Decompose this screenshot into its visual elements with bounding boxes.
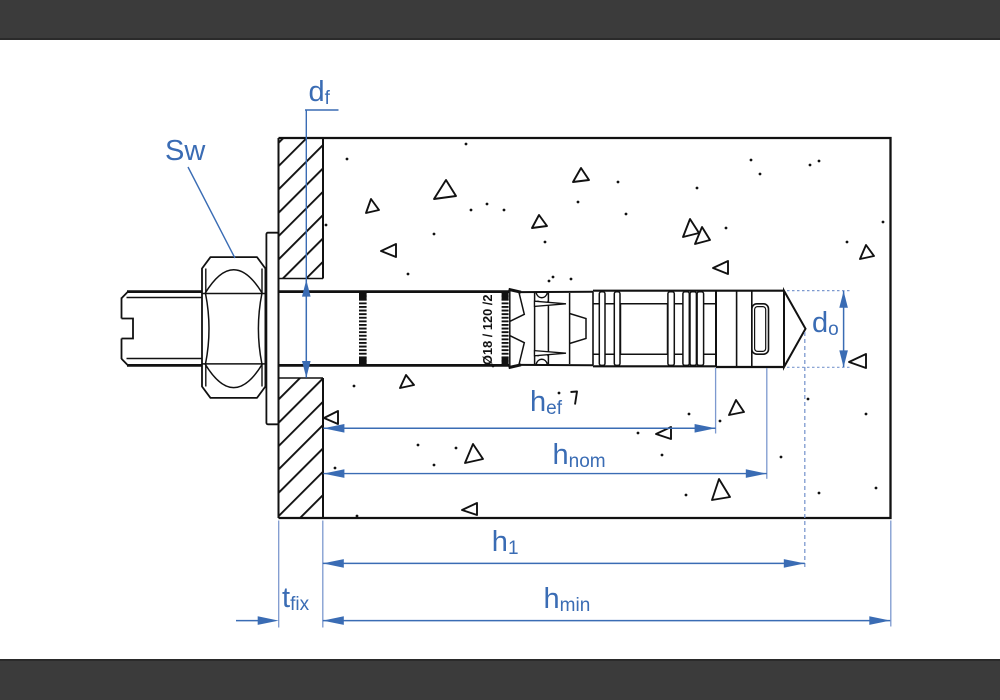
- label-hef-main: h: [530, 385, 547, 418]
- fixture-plate: [277, 138, 324, 518]
- label-do-main: d: [812, 306, 829, 339]
- label-do-sub: o: [828, 318, 839, 340]
- cone-section: [716, 286, 807, 371]
- label-hnom: hnom: [552, 439, 606, 473]
- label-do: do: [812, 306, 839, 340]
- label-hnom-main: h: [552, 439, 569, 472]
- expansion-clip: [508, 287, 594, 370]
- cone-tip: [783, 286, 807, 371]
- label-hmin-main: h: [543, 582, 560, 615]
- label-sw: Sw: [165, 137, 205, 166]
- bottom-frame-band: [0, 659, 1000, 700]
- hex-nut: [201, 256, 267, 399]
- rod-end-face: [120, 290, 134, 367]
- dim-hef: [323, 368, 717, 434]
- label-hmin: hmin: [543, 582, 591, 616]
- label-h1: h1: [491, 526, 519, 560]
- dim-df: [302, 109, 339, 378]
- top-frame-band: [0, 0, 1000, 40]
- anchor-marking-clip: Ø18 / 120 /2: [480, 293, 495, 365]
- label-tfix-sub: fix: [290, 593, 310, 615]
- thread-band-outer: [359, 292, 367, 366]
- anchor-marking-text: Ø18 / 120 /2: [480, 294, 495, 365]
- dimensions: [187, 109, 892, 628]
- washer: [265, 231, 280, 426]
- label-hef: hef: [530, 385, 562, 419]
- label-h1-main: h: [491, 526, 508, 559]
- dim-sw-leader: [187, 166, 236, 259]
- anchor-rod: [120, 290, 509, 367]
- label-df-main: d: [308, 75, 325, 108]
- dim-do: [787, 290, 850, 368]
- concrete-speckle-triangles: [323, 167, 875, 516]
- expansion-sleeve: [593, 289, 717, 368]
- dim-hmin: [322, 520, 892, 627]
- rod-end-notch: [121, 317, 134, 340]
- label-df: df: [308, 75, 330, 109]
- sleeve-rings: [598, 291, 705, 367]
- dim-h1: [278, 332, 806, 628]
- speckle-bracket: [570, 390, 578, 405]
- label-tfix: tfix: [282, 581, 310, 615]
- label-hnom-sub: nom: [568, 451, 606, 473]
- label-sw-main: Sw: [165, 135, 206, 168]
- label-hef-sub: ef: [546, 397, 562, 419]
- concrete-speckle-dots: [324, 142, 885, 518]
- thread-band-inner: [501, 292, 509, 366]
- cone-window-inner: [753, 306, 767, 353]
- concrete-block: [278, 136, 892, 520]
- label-hmin-sub: min: [559, 594, 591, 616]
- fixture-hatch-upper: [279, 139, 322, 279]
- cone-window-outer: [750, 302, 770, 355]
- label-h1-sub: 1: [507, 538, 519, 560]
- dim-hnom: [323, 368, 768, 479]
- label-df-sub: f: [324, 87, 330, 109]
- dim-tfix: [236, 616, 279, 625]
- label-tfix-main: t: [282, 581, 291, 614]
- fixture-hatch-lower: [279, 378, 322, 517]
